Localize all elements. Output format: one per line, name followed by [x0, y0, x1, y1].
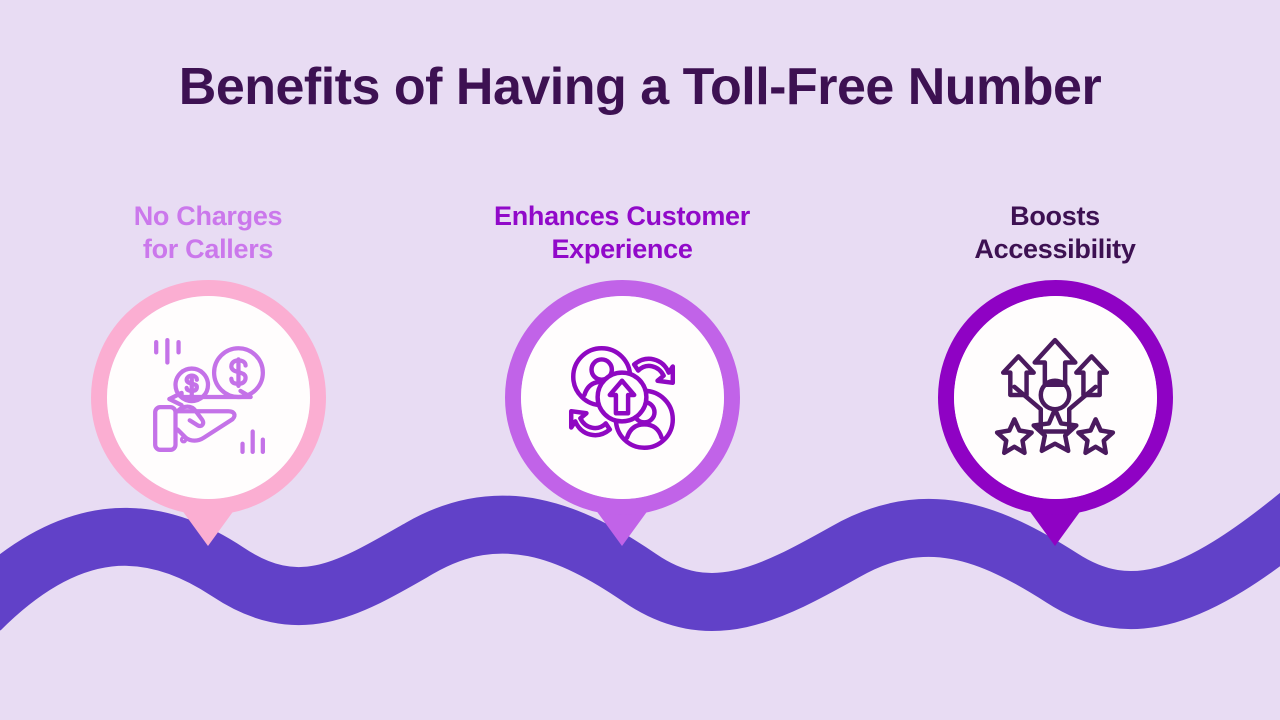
- benefit-label-line-1: No Charges: [133, 201, 283, 231]
- growth-rating-icon: [994, 338, 1116, 456]
- benefit-label-line-2: Experience: [551, 233, 693, 264]
- pin-marker-no-charges: [90, 279, 326, 546]
- money-in-hand-icon: [153, 338, 265, 455]
- pin-marker-customer-experience: [504, 279, 740, 546]
- benefit-label-line-1: Enhances Customer: [494, 201, 750, 231]
- benefit-pin-accessibility: Boosts Accessibility: [925, 200, 1185, 546]
- benefit-label-line-1: Boosts: [1010, 201, 1100, 231]
- wave-path: [0, 492, 1280, 631]
- page-title: Benefits of Having a Toll-Free Number: [178, 58, 1102, 116]
- pin-circle: [953, 295, 1157, 499]
- benefit-pin-customer-experience: Enhances Customer Experience: [492, 200, 752, 546]
- benefit-label-customer-experience: Enhances Customer Experience: [492, 200, 752, 266]
- benefit-pin-no-charges: No Charges for Callers: [78, 200, 338, 546]
- pin-marker-accessibility: [937, 279, 1173, 546]
- pin-circle: [520, 295, 724, 499]
- benefit-label-line-2: Accessibility: [974, 233, 1136, 264]
- pin-circle: [106, 295, 310, 499]
- benefit-label-line-2: for Callers: [142, 233, 274, 264]
- benefit-label-accessibility: Boosts Accessibility: [925, 200, 1185, 266]
- customer-cycle-icon: [568, 346, 676, 451]
- benefit-label-no-charges: No Charges for Callers: [78, 200, 338, 266]
